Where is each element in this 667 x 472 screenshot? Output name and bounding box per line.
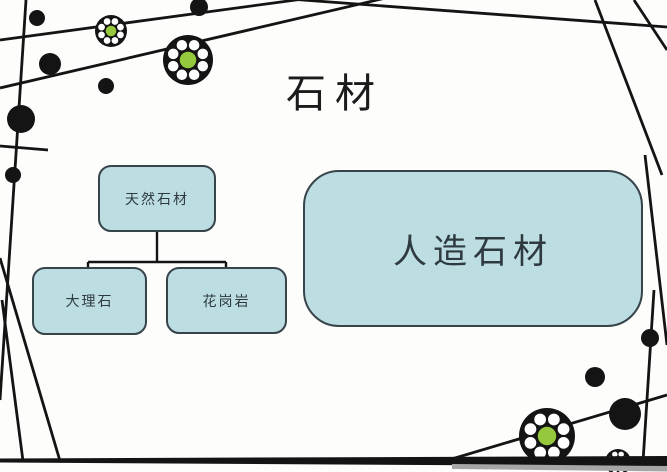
black-dot-ornament bbox=[585, 367, 605, 387]
black-dot-ornament bbox=[7, 105, 35, 133]
black-dot-ornament bbox=[609, 398, 641, 430]
flower-dot-ornament bbox=[163, 35, 213, 85]
black-dot-ornament bbox=[98, 78, 114, 94]
flower-dot-ornament bbox=[519, 408, 575, 464]
black-dot-ornament bbox=[39, 53, 61, 75]
node-artificial-stone: 人造石材 bbox=[303, 170, 643, 327]
crossing-line-ornament bbox=[283, 0, 667, 29]
node-granite: 花岗岩 bbox=[166, 267, 287, 334]
crossing-line-ornament bbox=[641, 289, 656, 463]
crossing-line-ornament bbox=[643, 154, 667, 346]
bottom-edge-bar bbox=[0, 456, 667, 467]
black-dot-ornament bbox=[641, 329, 659, 347]
node-marble-label: 大理石 bbox=[65, 295, 114, 310]
crossing-line-ornament bbox=[0, 257, 62, 462]
crossing-line-ornament bbox=[593, 0, 664, 176]
black-dot-ornament bbox=[190, 0, 208, 16]
crossing-line-ornament bbox=[0, 0, 28, 401]
crossing-line-ornament bbox=[0, 0, 307, 42]
crossing-line-ornament bbox=[0, 299, 25, 462]
node-artificial-stone-label: 人造石材 bbox=[393, 234, 553, 271]
crossing-line-ornament bbox=[632, 0, 667, 51]
node-natural-stone-label: 天然石材 bbox=[125, 192, 189, 208]
node-marble: 大理石 bbox=[32, 267, 147, 335]
black-dot-ornament bbox=[29, 10, 45, 26]
crossing-line-ornament bbox=[0, 144, 49, 152]
node-granite-label: 花岗岩 bbox=[202, 294, 251, 310]
slide-title: 石材 bbox=[286, 71, 384, 116]
flower-dot-ornament bbox=[95, 15, 127, 47]
bottom-edge-shadow bbox=[452, 464, 667, 472]
crossing-line-ornament bbox=[0, 0, 384, 90]
black-dot-ornament bbox=[5, 167, 21, 183]
node-natural-stone: 天然石材 bbox=[98, 165, 216, 232]
